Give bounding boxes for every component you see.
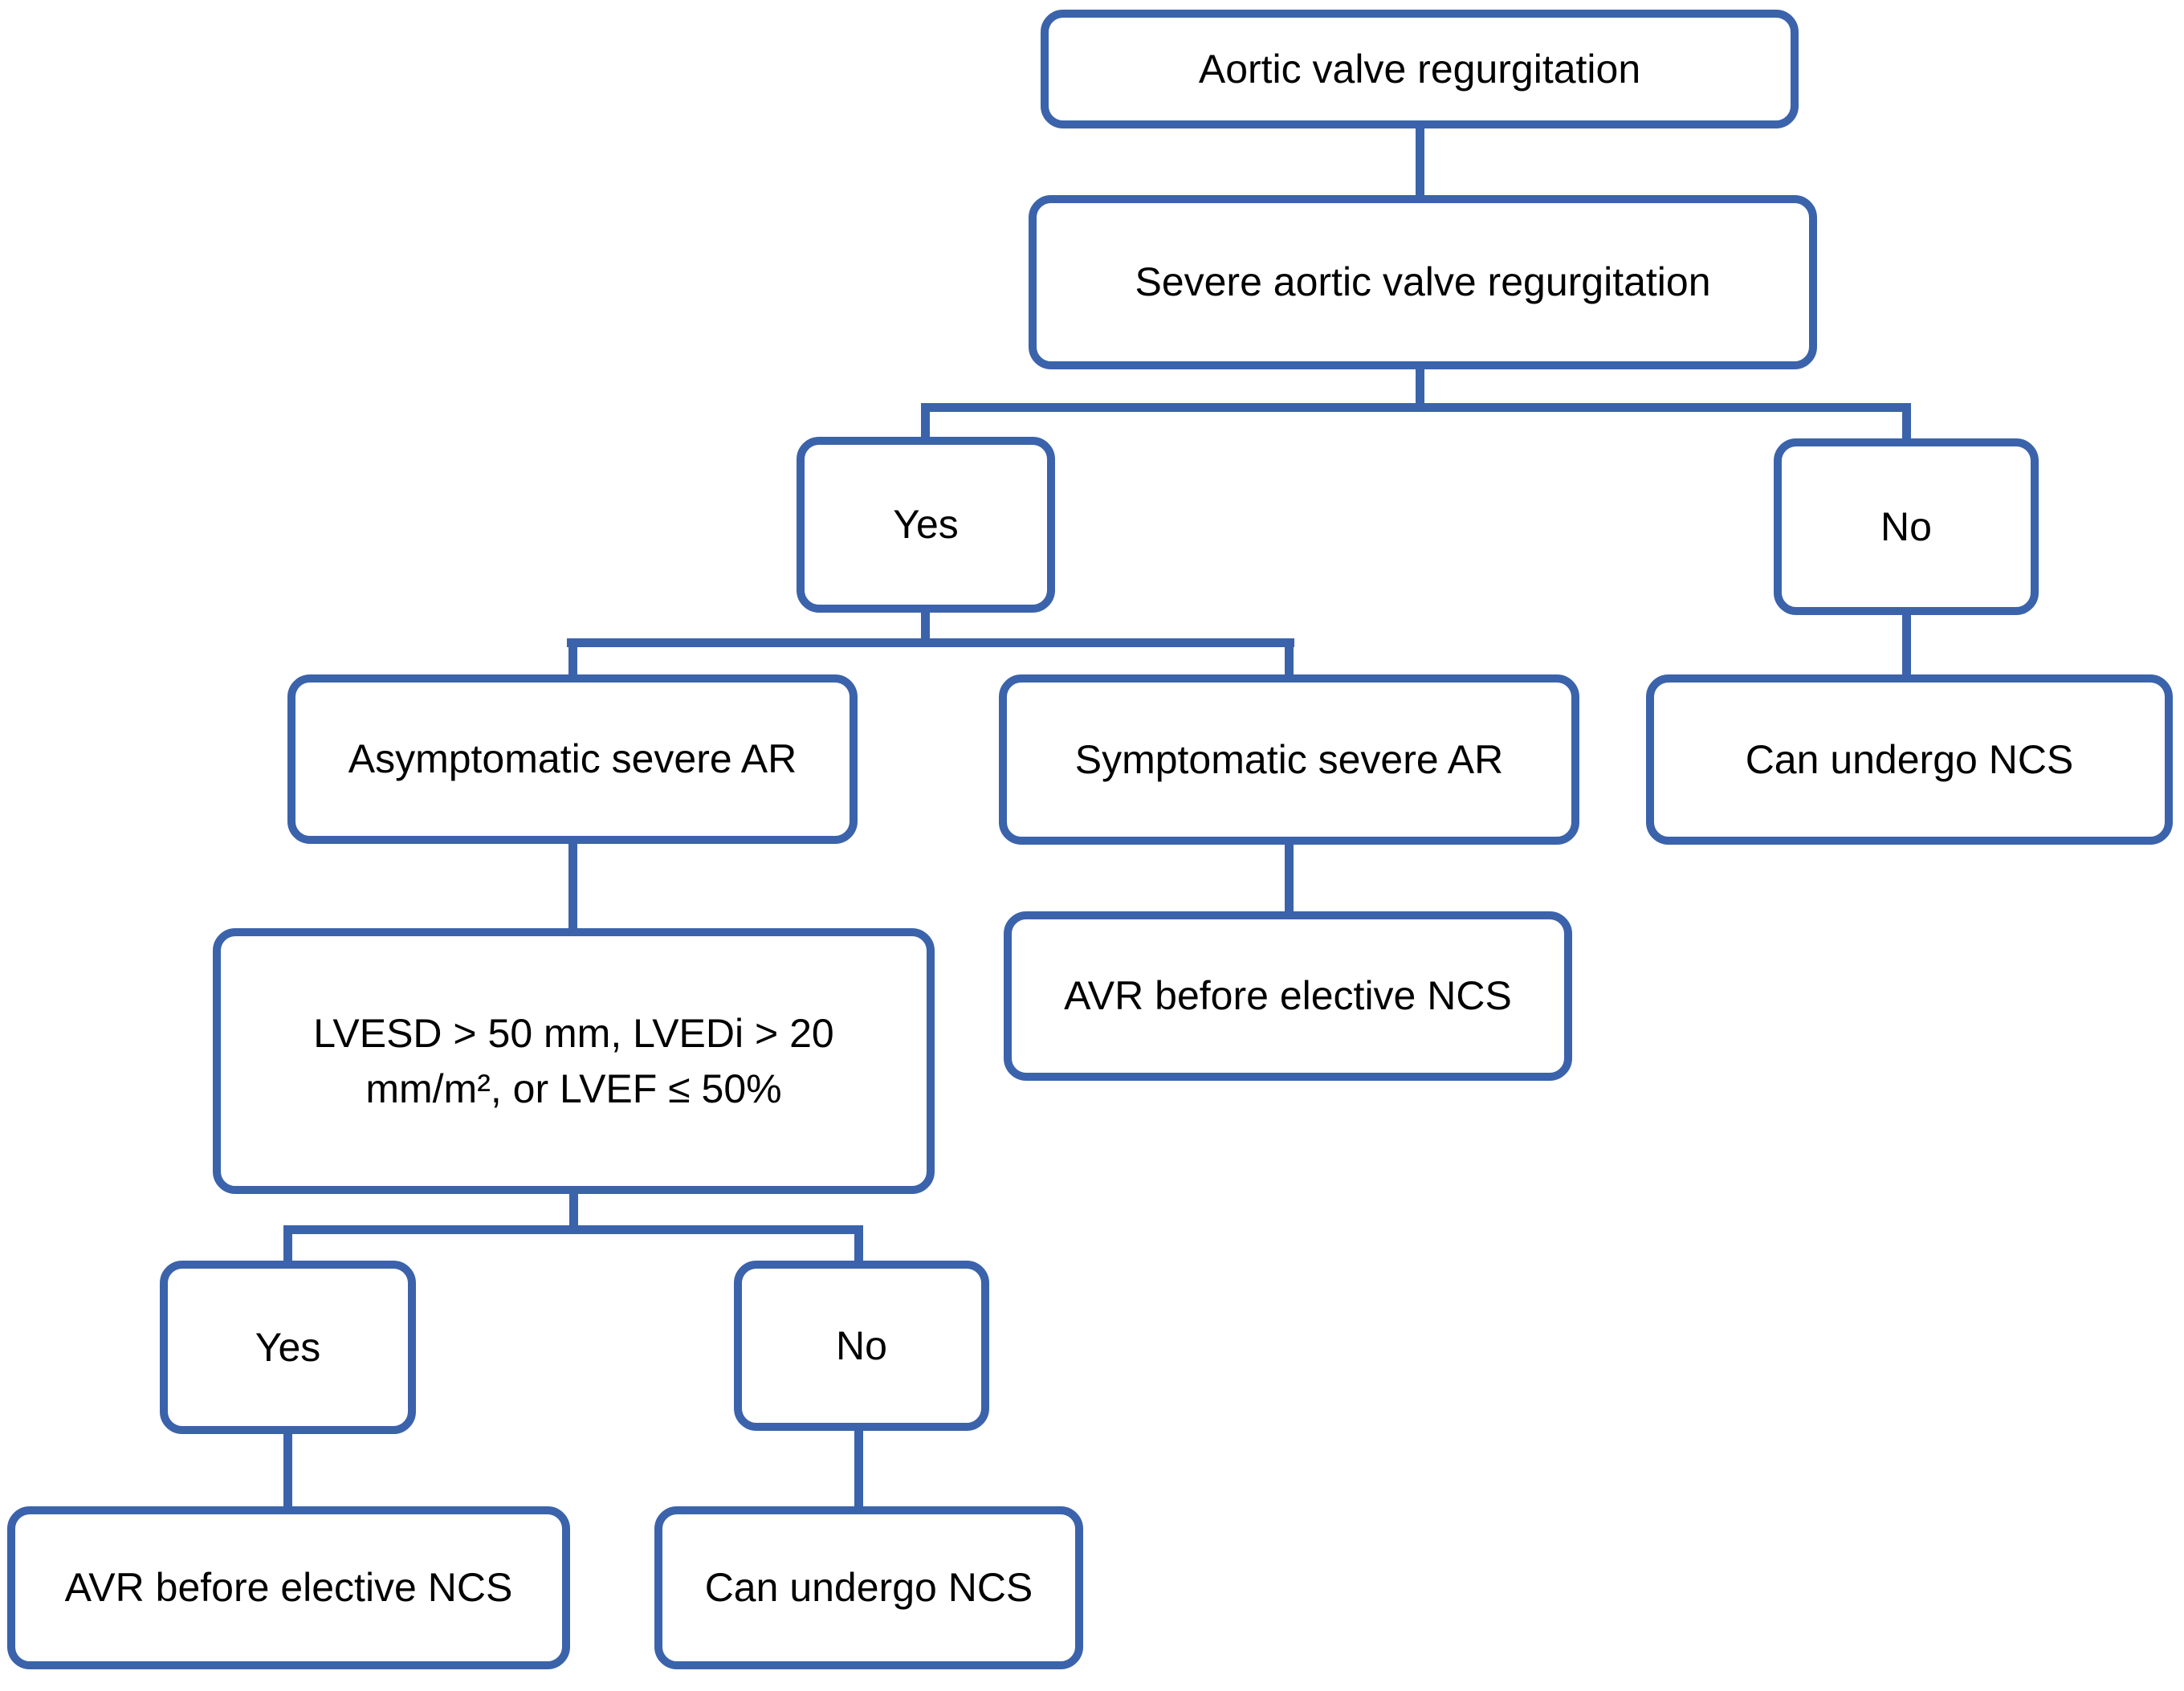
connector-criteria-to-branch3	[569, 1194, 578, 1234]
node-lv-criteria-no: No	[734, 1261, 989, 1431]
node-aortic-valve-regurgitation: Aortic valve regurgitation	[1041, 10, 1799, 128]
connector-no2-to-ncs	[854, 1431, 863, 1513]
connector-branch3-to-yes2	[283, 1225, 292, 1267]
connector-no1-to-ncs	[1902, 615, 1911, 681]
branch-criteria-horizontal	[283, 1225, 863, 1234]
node-asymptomatic-severe-ar: Asymptomatic severe AR	[287, 674, 858, 844]
node-symptomatic-severe-ar: Symptomatic severe AR	[999, 674, 1579, 845]
node-severe-ar-no: No	[1774, 438, 2039, 615]
connector-yes2-to-avr	[283, 1434, 292, 1513]
node-can-undergo-ncs-no-severe-ar: Can undergo NCS	[1646, 674, 2173, 845]
node-severe-ar-yes: Yes	[797, 437, 1055, 613]
connector-branch-to-yes1	[921, 403, 930, 443]
branch-yes1-horizontal	[567, 638, 1294, 647]
node-avr-before-ncs-symptomatic: AVR before elective NCS	[1004, 911, 1572, 1081]
node-lv-criteria-yes: Yes	[160, 1261, 416, 1434]
connector-yes1-to-branch2	[921, 613, 930, 647]
connector-branch2-to-asympt	[568, 638, 577, 681]
node-severe-aortic-valve-regurgitation: Severe aortic valve regurgitation	[1029, 195, 1817, 369]
connector-branch3-to-no2	[854, 1225, 863, 1267]
connector-aortic-to-severe	[1416, 127, 1424, 198]
connector-sympt-to-avr	[1285, 845, 1294, 918]
connector-branch2-to-sympt	[1285, 638, 1294, 681]
branch-severe-horizontal	[921, 403, 1911, 412]
node-avr-before-ncs-bottom: AVR before elective NCS	[7, 1506, 570, 1669]
connector-asympt-to-criteria	[568, 844, 577, 935]
connector-branch-to-no1	[1902, 403, 1911, 445]
node-can-undergo-ncs-bottom: Can undergo NCS	[654, 1506, 1083, 1669]
connector-severe-to-branch	[1416, 368, 1424, 408]
node-lv-criteria: LVESD > 50 mm, LVEDi > 20 mm/m², or LVEF…	[213, 928, 935, 1194]
